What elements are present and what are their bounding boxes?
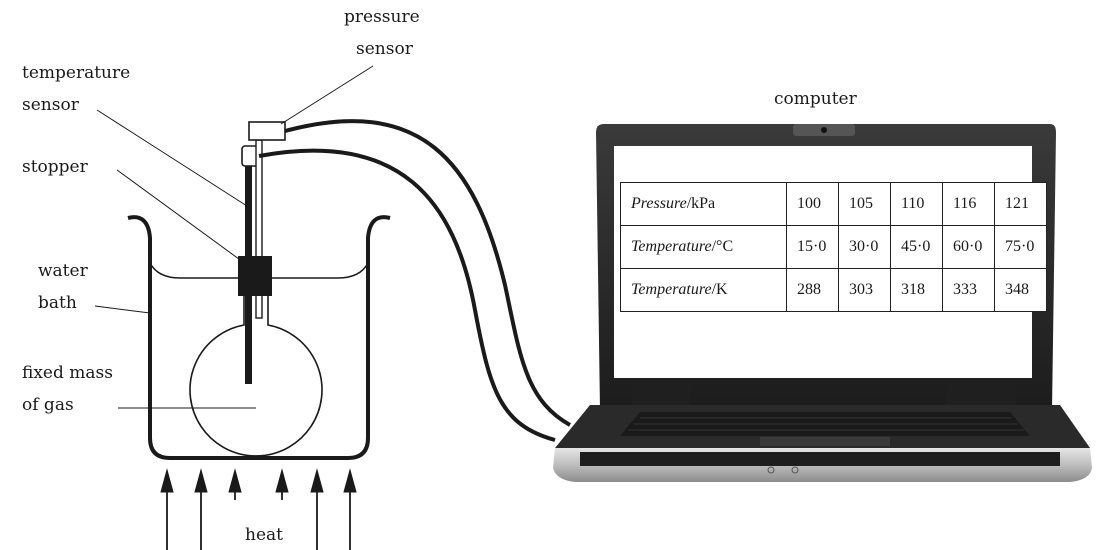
temperature-sensor-label-1: temperature — [22, 63, 131, 83]
leader-water-bath — [94, 305, 151, 314]
unit: /K — [711, 281, 728, 298]
pressure-sensor-label-1: pressure — [344, 7, 420, 27]
stopper-bung — [238, 256, 272, 296]
table-cell: 75·0 — [994, 225, 1047, 269]
temperature-sensor-label-2: sensor — [22, 95, 79, 115]
temperature-cable — [258, 148, 556, 442]
table-row-pressure: Pressure/kPa 100 105 110 116 121 — [620, 182, 1047, 226]
row-header: Pressure/kPa — [620, 182, 787, 226]
heat-arrows — [160, 468, 357, 550]
leader-stopper — [116, 169, 244, 263]
table-cell: 348 — [994, 268, 1047, 312]
leader-temperature-sensor — [96, 109, 248, 207]
table-cell: 333 — [942, 268, 995, 312]
fixed-mass-label-2: of gas — [22, 395, 74, 415]
table-cell: 288 — [786, 268, 839, 312]
computer-label: computer — [774, 89, 857, 109]
unit: /°C — [711, 238, 734, 255]
quantity-name: Temperature — [631, 238, 712, 255]
table-cell: 30·0 — [838, 225, 891, 269]
beaker — [127, 215, 391, 460]
quantity-name: Temperature — [631, 281, 712, 298]
table-cell: 105 — [838, 182, 891, 226]
table-cell: 45·0 — [890, 225, 943, 269]
pressure-cable — [284, 119, 571, 427]
table-cell: 110 — [890, 182, 943, 226]
pressure-sensor-head — [248, 121, 286, 141]
unit: /kPa — [686, 195, 716, 212]
table-cell: 15·0 — [786, 225, 839, 269]
fixed-mass-label-1: fixed mass — [22, 363, 113, 383]
stopper-label: stopper — [22, 157, 88, 177]
leader-pressure-sensor — [280, 65, 374, 125]
table-cell: 100 — [786, 182, 839, 226]
quantity-name: Pressure — [631, 195, 687, 212]
table-cell: 318 — [890, 268, 943, 312]
flask — [189, 295, 323, 457]
table-cell: 121 — [994, 182, 1047, 226]
water-bath-label-2: bath — [38, 293, 77, 313]
pressure-sensor-label-2: sensor — [356, 39, 413, 59]
table-cell: 303 — [838, 268, 891, 312]
water-bath-label-1: water — [38, 261, 88, 281]
row-header: Temperature/K — [620, 268, 787, 312]
table-row-temperature-celsius: Temperature/°C 15·0 30·0 45·0 60·0 75·0 — [620, 225, 1047, 269]
table-cell: 60·0 — [942, 225, 995, 269]
row-header: Temperature/°C — [620, 225, 787, 269]
data-table: Pressure/kPa 100 105 110 116 121 Tempera… — [620, 182, 1047, 312]
table-row-temperature-kelvin: Temperature/K 288 303 318 333 348 — [620, 268, 1047, 312]
table-cell: 116 — [942, 182, 995, 226]
heat-label: heat — [245, 525, 283, 545]
